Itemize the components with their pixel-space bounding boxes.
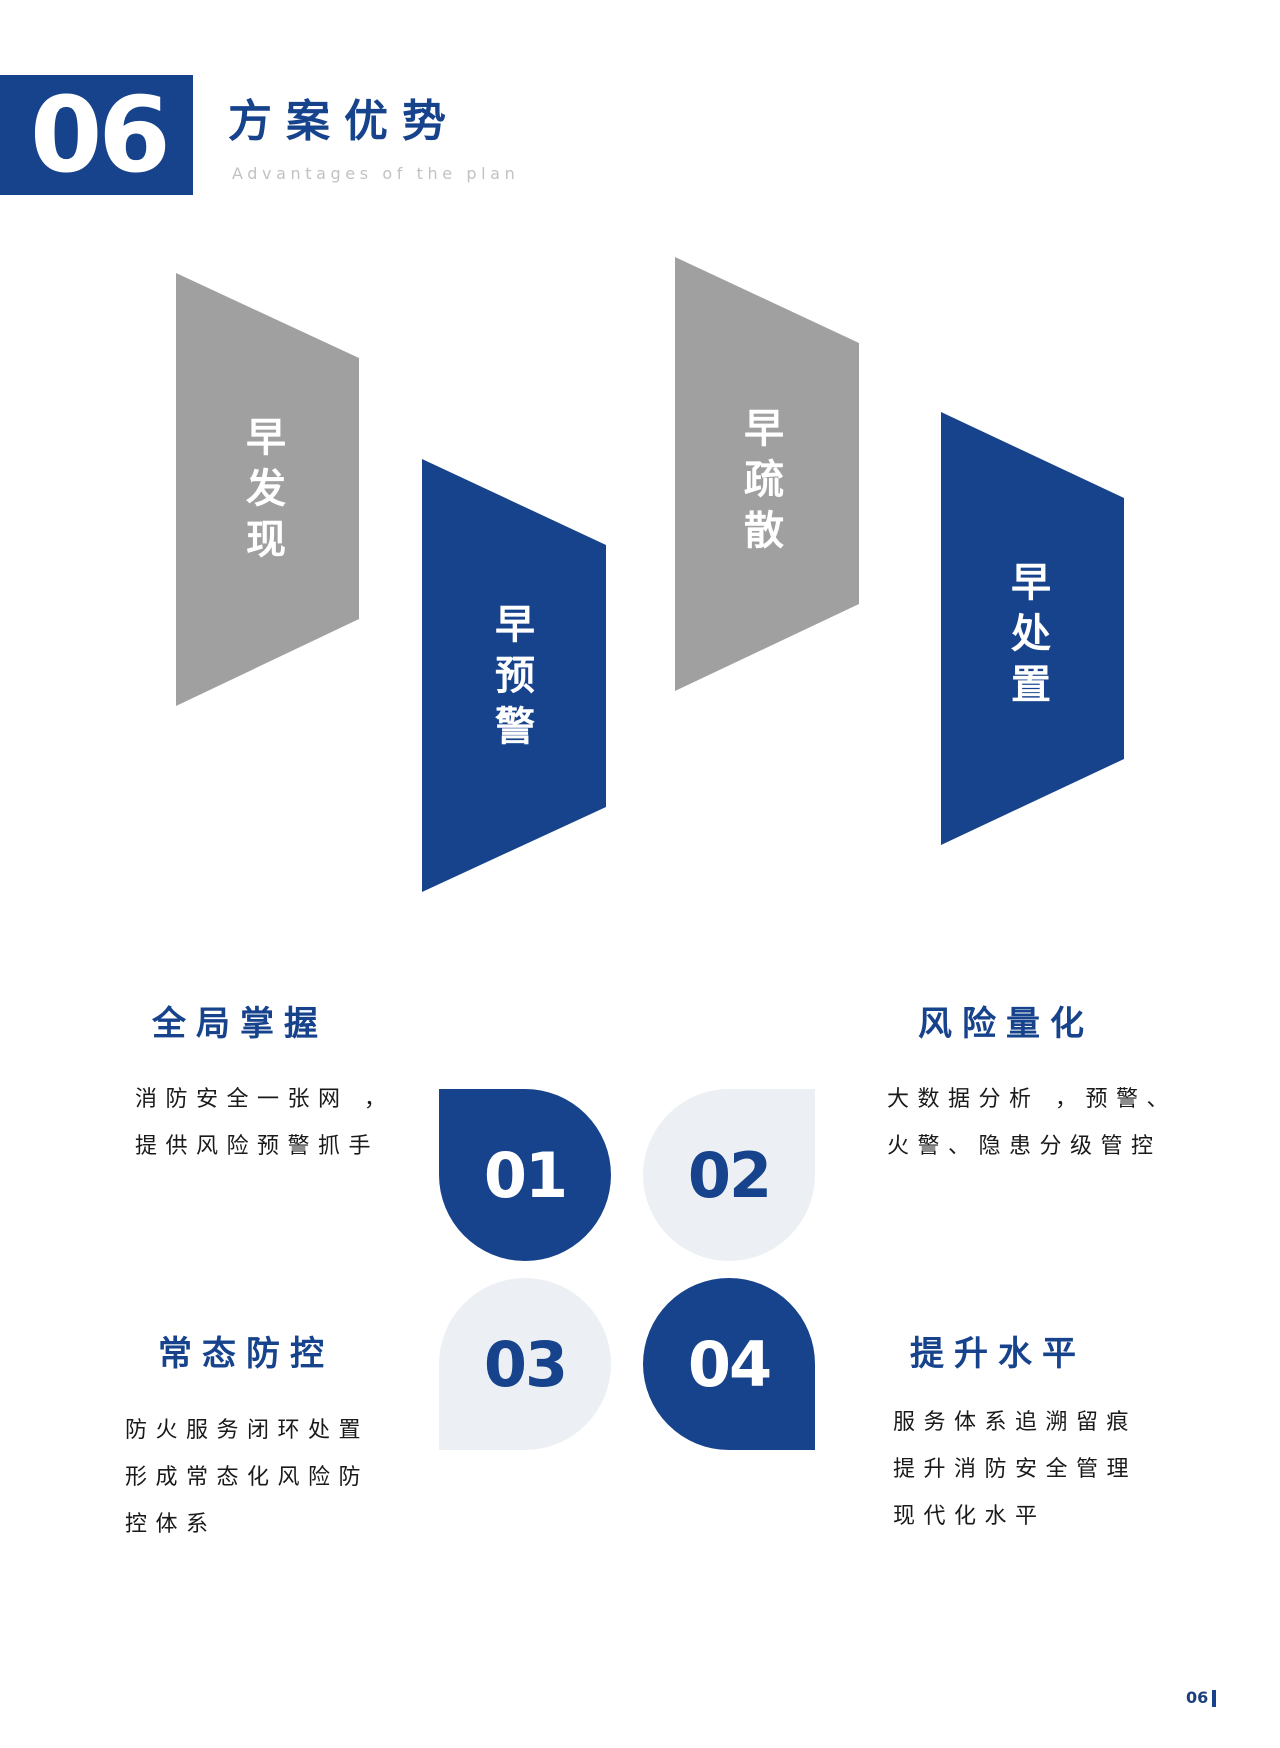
feature-number-04: 04 [643, 1278, 815, 1450]
feature-desc-routine-prevention: 防火服务闭环处置 形成常态化风险防 控体系 [125, 1407, 369, 1548]
feature-desc-line: 火警、隐患分级管控 [887, 1134, 1162, 1159]
page-title: 方案优势 [228, 96, 460, 147]
stage-label-discover: 早 发 现 [236, 413, 296, 566]
feature-desc-line: 现代化水平 [893, 1504, 1046, 1529]
feature-desc-line: 消防安全一张网 ， [135, 1087, 395, 1112]
stage-shape-evacuate [675, 257, 859, 691]
stage-label-evacuate: 早 疏 散 [734, 404, 794, 557]
stage-char: 早 [1011, 560, 1051, 606]
feature-desc-line: 控体系 [125, 1512, 217, 1537]
section-number: 06 [30, 74, 171, 196]
feature-title-risk-quantification: 风险量化 [918, 1004, 1094, 1044]
feature-number-03: 03 [439, 1278, 611, 1450]
feature-desc-line: 大数据分析 ，预警、 [887, 1087, 1177, 1112]
stage-char: 现 [246, 517, 286, 563]
feature-desc-overall-control: 消防安全一张网 ， 提供风险预警抓手 [135, 1076, 395, 1170]
feature-desc-risk-quantification: 大数据分析 ，预警、 火警、隐患分级管控 [887, 1076, 1177, 1170]
feature-title-raise-level: 提升水平 [910, 1334, 1086, 1374]
feature-desc-line: 提升消防安全管理 [893, 1457, 1138, 1482]
page-number: 06 [1186, 1688, 1209, 1707]
feature-desc-raise-level: 服务体系追溯留痕 提升消防安全管理 现代化水平 [893, 1399, 1137, 1540]
stage-shape-discover [176, 273, 359, 706]
section-number-badge: 06 [0, 75, 193, 195]
stage-char: 处 [1011, 611, 1051, 657]
feature-title-overall-control: 全局掌握 [152, 1004, 328, 1044]
stage-char: 发 [246, 466, 286, 512]
page-number-bar [1212, 1690, 1216, 1707]
stage-char: 早 [495, 602, 535, 648]
feature-desc-line: 形成常态化风险防 [125, 1465, 370, 1490]
feature-desc-line: 提供风险预警抓手 [135, 1134, 380, 1159]
stage-char: 警 [495, 704, 535, 750]
stage-char: 早 [246, 415, 286, 461]
stage-char: 早 [744, 406, 784, 452]
stage-shape-dispose [941, 412, 1124, 845]
stage-char: 置 [1011, 662, 1051, 708]
stage-label-warn: 早 预 警 [485, 600, 545, 753]
feature-desc-line: 防火服务闭环处置 [125, 1418, 370, 1443]
feature-title-routine-prevention: 常态防控 [158, 1334, 334, 1374]
page-subtitle: Advantages of the plan [232, 164, 520, 183]
stage-char: 疏 [744, 457, 784, 503]
feature-number-02: 02 [643, 1089, 815, 1261]
feature-number-01: 01 [439, 1089, 611, 1261]
stage-shape-warn [422, 459, 606, 892]
feature-desc-line: 服务体系追溯留痕 [893, 1410, 1138, 1435]
stage-char: 散 [744, 508, 784, 554]
stage-char: 预 [495, 653, 535, 699]
stage-label-dispose: 早 处 置 [1001, 558, 1061, 711]
stage-shapes [176, 257, 1124, 892]
